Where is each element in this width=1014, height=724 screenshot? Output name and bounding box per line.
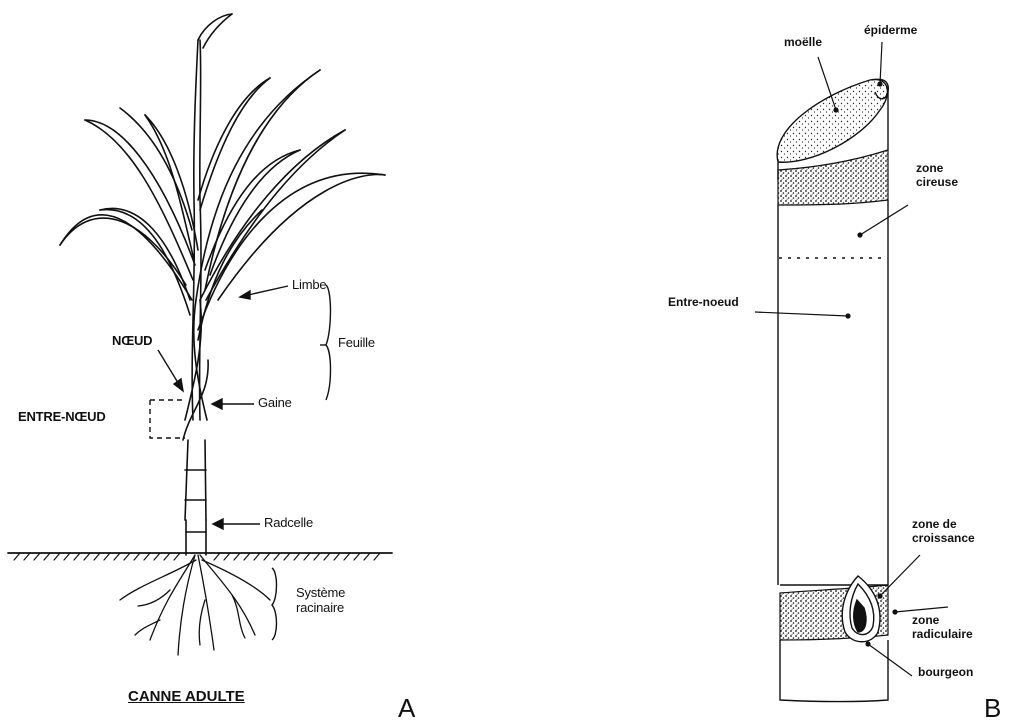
label-noeud: NŒUD <box>112 334 152 349</box>
label-epiderme: épiderme <box>864 24 917 38</box>
label-bourgeon: bourgeon <box>918 666 973 680</box>
label-moelle: moëlle <box>784 36 822 50</box>
sugarcane-plant-drawing <box>8 14 392 655</box>
label-zone-radiculaire: zone radiculaire <box>912 614 973 642</box>
label-entre-noeud-b: Entre-noeud <box>668 296 739 310</box>
label-feuille: Feuille <box>338 336 375 351</box>
label-gaine: Gaine <box>258 396 292 411</box>
label-limbe: Limbe <box>292 278 326 293</box>
stem-section-drawing <box>777 79 888 701</box>
panel-a-letter: A <box>398 694 415 724</box>
panel-b-letter: B <box>984 694 1001 724</box>
label-zone-croissance: zone de croissance <box>912 518 975 546</box>
label-entre-noeud: ENTRE-NŒUD <box>18 410 106 425</box>
label-systeme-racinaire: Système racinaire <box>296 586 345 616</box>
panel-a-title: CANNE ADULTE <box>128 688 245 705</box>
label-radicelle: Radcelle <box>264 516 313 531</box>
label-zone-cireuse: zone cireuse <box>916 162 958 190</box>
